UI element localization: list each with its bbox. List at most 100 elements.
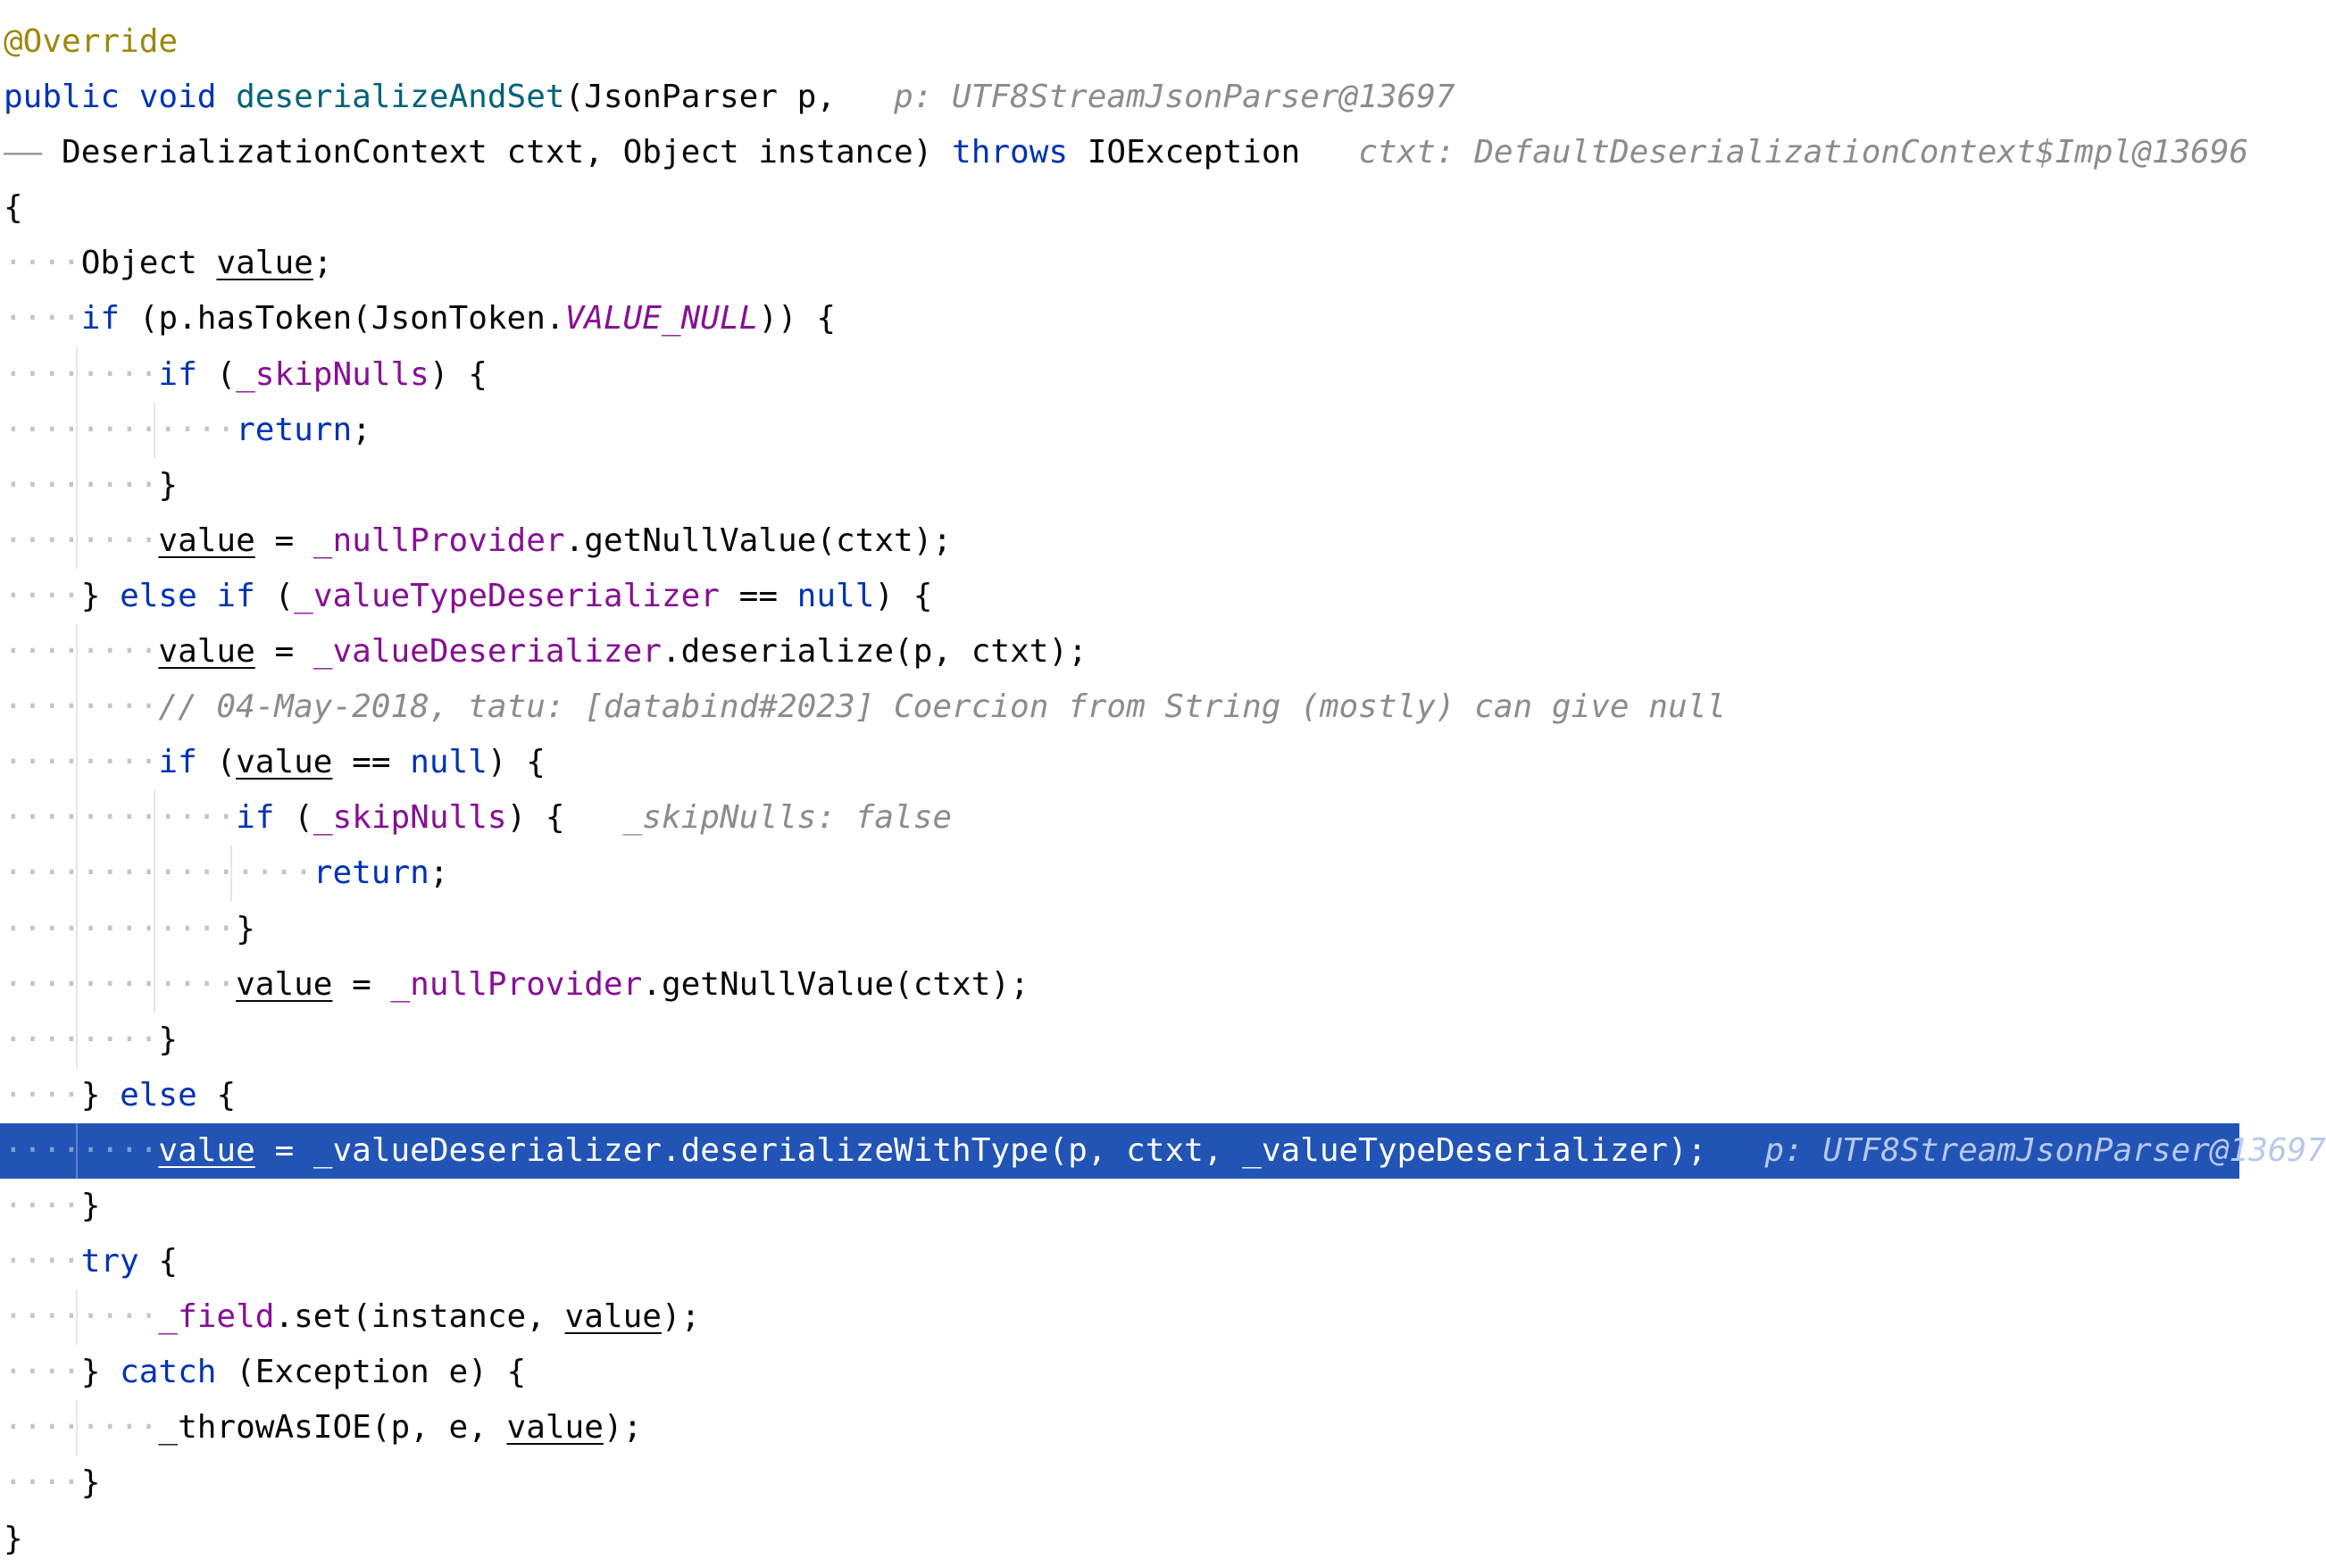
code-token[interactable]: )) { bbox=[758, 300, 837, 338]
code-token[interactable]: } bbox=[80, 1076, 121, 1113]
code-token[interactable]: ) { bbox=[506, 799, 565, 837]
code-token[interactable]: } bbox=[4, 1520, 23, 1557]
code-line[interactable]: ········// 04-May-2018, tatu: [databind#… bbox=[0, 680, 2239, 736]
code-token[interactable]: .deserialize(p, ctxt); bbox=[661, 633, 1088, 671]
code-token[interactable]: = bbox=[254, 633, 313, 671]
code-line[interactable]: ············return; bbox=[0, 402, 2239, 458]
code-token[interactable]: { bbox=[158, 1243, 179, 1280]
code-token[interactable]: ) { bbox=[487, 744, 546, 781]
code-token[interactable]: (p.hasToken(JsonToken. bbox=[138, 300, 565, 338]
code-line[interactable]: ········value = _nullProvider.getNullVal… bbox=[0, 513, 2239, 569]
code-line[interactable]: @Override bbox=[0, 14, 2239, 70]
code-line[interactable]: ····} else if (_valueTypeDeserializer ==… bbox=[0, 569, 2239, 624]
keyword-token[interactable]: null bbox=[796, 577, 875, 614]
code-token[interactable]: ( bbox=[274, 577, 295, 614]
code-line[interactable]: ····} else { bbox=[0, 1068, 2239, 1123]
keyword-token[interactable]: if bbox=[236, 799, 295, 837]
code-line[interactable]: ········_field.set(instance, value); bbox=[0, 1289, 2239, 1346]
keyword-token[interactable]: return bbox=[236, 411, 353, 448]
code-line[interactable]: ············} bbox=[0, 901, 2239, 957]
keyword-token[interactable]: throws bbox=[952, 134, 1088, 171]
keyword-token[interactable]: catch bbox=[120, 1354, 237, 1391]
code-line[interactable]: ········if (_skipNulls) { bbox=[0, 346, 2239, 403]
inline-debug-hint[interactable]: p: UTF8StreamJsonParser@13697 bbox=[836, 79, 1455, 116]
code-token[interactable]: } bbox=[80, 577, 121, 614]
keyword-token[interactable]: if bbox=[80, 300, 139, 338]
field-token[interactable]: _field bbox=[158, 1298, 275, 1336]
code-line[interactable]: ············if (_skipNulls) { _skipNulls… bbox=[0, 790, 2239, 847]
code-token[interactable]: ; bbox=[313, 245, 333, 282]
code-line[interactable]: ········} bbox=[0, 1012, 2239, 1068]
field-token[interactable]: _valueDeserializer bbox=[313, 1131, 662, 1169]
code-line[interactable]: ····} bbox=[0, 1179, 2239, 1234]
keyword-token[interactable]: if bbox=[158, 355, 217, 393]
variable-token[interactable]: value bbox=[216, 245, 313, 282]
field-token[interactable]: _nullProvider bbox=[390, 965, 643, 1003]
inline-debug-hint[interactable]: ctxt: DefaultDeserializationContext$Impl… bbox=[1300, 134, 2249, 171]
inline-debug-hint[interactable]: _skipNulls: false bbox=[564, 799, 953, 837]
code-token[interactable]: .set(instance, bbox=[274, 1298, 565, 1336]
code-token[interactable]: ; bbox=[352, 411, 371, 448]
code-line[interactable]: ············value = _nullProvider.getNul… bbox=[0, 956, 2239, 1013]
code-line[interactable]: ········_throwAsIOE(p, e, value); bbox=[0, 1400, 2239, 1456]
code-token[interactable]: { bbox=[216, 1076, 237, 1113]
variable-token[interactable]: value bbox=[506, 1409, 604, 1447]
code-line[interactable]: ····Object value; bbox=[0, 236, 2239, 291]
code-line[interactable]: ········value = _valueDeserializer.deser… bbox=[0, 624, 2239, 680]
code-token[interactable]: DeserializationContext ctxt, Object inst… bbox=[62, 134, 953, 171]
code-token[interactable]: = bbox=[332, 965, 391, 1003]
code-token[interactable]: } bbox=[236, 910, 255, 947]
code-token[interactable]: ) { bbox=[429, 355, 488, 393]
keyword-token[interactable]: try bbox=[80, 1243, 159, 1280]
code-token[interactable]: IOException bbox=[1087, 134, 1301, 171]
code-line[interactable]: ················return; bbox=[0, 846, 2239, 902]
code-token[interactable]: ); bbox=[603, 1409, 643, 1447]
field-token[interactable]: _valueDeserializer bbox=[313, 633, 662, 671]
code-token[interactable]: _throwAsIOE(p, e, bbox=[158, 1409, 507, 1447]
code-token[interactable]: ) { bbox=[874, 577, 933, 614]
code-token[interactable]: ( bbox=[216, 355, 237, 393]
keyword-token[interactable]: else if bbox=[120, 577, 275, 614]
code-token[interactable]: } bbox=[80, 1354, 121, 1391]
field-token[interactable]: _skipNulls bbox=[313, 799, 507, 837]
method-name-token[interactable]: deserializeAndSet bbox=[236, 79, 565, 116]
code-token[interactable]: } bbox=[158, 1021, 179, 1058]
code-line[interactable]: public void deserializeAndSet(JsonParser… bbox=[0, 70, 2239, 125]
keyword-token[interactable]: return bbox=[313, 855, 429, 892]
variable-token[interactable]: value bbox=[236, 965, 333, 1003]
code-token[interactable]: (JsonParser p, bbox=[564, 79, 836, 116]
field-token[interactable]: _valueTypeDeserializer bbox=[294, 577, 720, 614]
code-token[interactable]: .deserializeWithType(p, ctxt, bbox=[661, 1131, 1243, 1169]
code-token[interactable]: ); bbox=[661, 1298, 701, 1336]
code-token[interactable]: == bbox=[719, 577, 797, 614]
field-token[interactable]: _nullProvider bbox=[313, 521, 565, 559]
code-token[interactable]: .getNullValue(ctxt); bbox=[642, 965, 1030, 1003]
code-token[interactable]: { bbox=[4, 189, 23, 227]
code-line[interactable]: ····} bbox=[0, 1455, 2239, 1511]
code-token[interactable]: } bbox=[158, 466, 179, 504]
code-line[interactable]: ····try { bbox=[0, 1234, 2239, 1289]
inline-debug-hint[interactable]: p: UTF8StreamJsonParser@13697 bbox=[1706, 1131, 2326, 1169]
current-execution-line[interactable]: ········value = _valueDeserializer.deser… bbox=[0, 1122, 2326, 1179]
code-line[interactable]: —— DeserializationContext ctxt, Object i… bbox=[0, 125, 2248, 180]
code-token[interactable]: (Exception e) { bbox=[236, 1354, 527, 1391]
code-line[interactable]: ····if (p.hasToken(JsonToken.VALUE_NULL)… bbox=[0, 291, 2239, 346]
code-token[interactable]: .getNullValue(ctxt); bbox=[564, 521, 953, 559]
code-line[interactable]: { bbox=[0, 180, 2239, 236]
code-token[interactable]: = bbox=[254, 1131, 313, 1169]
variable-token[interactable]: value bbox=[236, 744, 333, 781]
code-token[interactable]: == bbox=[332, 744, 411, 781]
code-token[interactable]: } bbox=[80, 1187, 101, 1224]
keyword-token[interactable]: if bbox=[158, 744, 217, 781]
code-token[interactable]: ); bbox=[1667, 1131, 1707, 1169]
code-line[interactable]: ········} bbox=[0, 457, 2239, 513]
variable-token[interactable]: value bbox=[158, 1131, 255, 1169]
code-token[interactable]: Object bbox=[80, 245, 217, 282]
variable-token[interactable]: value bbox=[564, 1298, 662, 1336]
code-line[interactable]: ····} catch (Exception e) { bbox=[0, 1345, 2239, 1400]
keyword-token[interactable]: public void bbox=[4, 79, 237, 116]
keyword-token[interactable]: else bbox=[120, 1076, 217, 1113]
code-token[interactable]: ( bbox=[216, 744, 237, 781]
code-line[interactable]: ········if (value == null) { bbox=[0, 735, 2239, 791]
